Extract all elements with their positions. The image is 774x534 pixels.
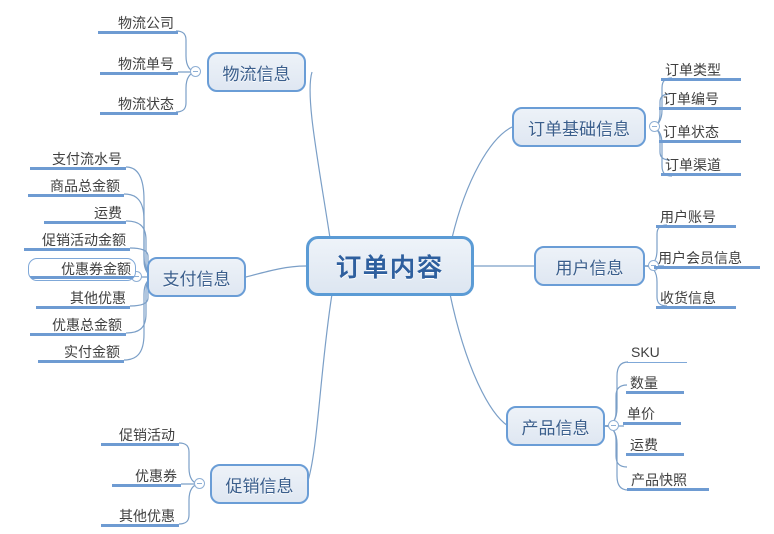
- branch-node-label-promotion: 促销信息: [225, 476, 294, 496]
- leaf-underline: [661, 78, 741, 81]
- leaf-node[interactable]: 订单类型: [661, 59, 741, 81]
- leaf-node[interactable]: 优惠总金额: [30, 314, 126, 336]
- leaf-label: 收货信息: [660, 290, 716, 306]
- leaf-underline: [101, 443, 179, 446]
- leaf-node[interactable]: 用户会员信息: [654, 247, 760, 269]
- leaf-node[interactable]: 订单编号: [659, 88, 741, 110]
- leaf-underline: [656, 306, 736, 309]
- leaf-underline: [626, 453, 684, 456]
- leaf-node[interactable]: 用户账号: [656, 206, 736, 228]
- leaf-node[interactable]: 优惠券金额: [28, 258, 136, 281]
- leaf-node[interactable]: 物流单号: [100, 53, 178, 75]
- collapse-toggle-user[interactable]: [648, 260, 659, 271]
- leaf-underline: [24, 248, 130, 251]
- branch-node-payment[interactable]: 支付信息: [147, 257, 246, 297]
- leaf-label: 产品快照: [631, 472, 687, 488]
- leaf-node[interactable]: 促销活动: [101, 424, 179, 446]
- leaf-underline: [112, 484, 181, 487]
- leaf-label: 订单类型: [665, 62, 721, 78]
- leaf-label: 运费: [94, 205, 122, 221]
- leaf-underline: [98, 31, 178, 34]
- leaf-node[interactable]: 单价: [623, 403, 681, 425]
- branch-node-user[interactable]: 用户信息: [534, 246, 645, 286]
- leaf-node[interactable]: 优惠券: [112, 465, 181, 487]
- leaf-label: 订单渠道: [665, 157, 721, 173]
- leaf-node[interactable]: 运费: [626, 434, 684, 456]
- leaf-label: 优惠总金额: [52, 317, 122, 333]
- leaf-label: 物流公司: [118, 15, 174, 31]
- leaf-node[interactable]: 产品快照: [627, 469, 709, 491]
- leaf-node[interactable]: 支付流水号: [30, 148, 126, 170]
- root-node-label: 订单内容: [335, 254, 444, 282]
- leaf-label: 物流单号: [118, 56, 174, 72]
- leaf-underline: [30, 276, 134, 279]
- leaf-label: 其他优惠: [70, 290, 126, 306]
- leaf-label: 促销活动: [119, 427, 175, 443]
- leaf-label: 订单编号: [663, 91, 719, 107]
- leaf-underline: [661, 173, 741, 176]
- leaf-label: 用户账号: [660, 209, 716, 225]
- root-node-order-content[interactable]: 订单内容: [306, 236, 474, 296]
- branch-node-label-logistics: 物流信息: [222, 64, 291, 84]
- branch-node-promotion[interactable]: 促销信息: [210, 464, 309, 504]
- leaf-node[interactable]: 收货信息: [656, 287, 736, 309]
- leaf-label: 促销活动金额: [42, 232, 126, 248]
- leaf-node[interactable]: SKU: [627, 341, 687, 363]
- leaf-underline: [656, 225, 736, 228]
- leaf-label: 支付流水号: [52, 151, 122, 167]
- collapse-toggle-order-basic[interactable]: [649, 121, 660, 132]
- leaf-underline: [100, 112, 178, 115]
- leaf-node[interactable]: 订单渠道: [661, 154, 741, 176]
- leaf-underline: [38, 360, 124, 363]
- branch-node-label-payment: 支付信息: [162, 269, 231, 289]
- leaf-label: 数量: [630, 375, 658, 391]
- branch-node-product[interactable]: 产品信息: [506, 406, 605, 446]
- leaf-label: 用户会员信息: [658, 250, 742, 266]
- leaf-label: 订单状态: [663, 124, 719, 140]
- leaf-node[interactable]: 物流状态: [100, 93, 178, 115]
- branch-node-label-user: 用户信息: [555, 258, 624, 278]
- leaf-node[interactable]: 运费: [44, 202, 126, 224]
- leaf-node[interactable]: 数量: [626, 372, 684, 394]
- leaf-label: 运费: [630, 437, 658, 453]
- branch-node-label-product: 产品信息: [521, 418, 590, 438]
- leaf-label: 其他优惠: [119, 508, 175, 524]
- leaf-label: 单价: [627, 406, 655, 422]
- leaf-underline: [627, 488, 709, 491]
- leaf-underline: [30, 167, 126, 170]
- leaf-label: 商品总金额: [50, 178, 120, 194]
- leaf-node[interactable]: 其他优惠: [101, 505, 179, 527]
- leaf-node[interactable]: 订单状态: [659, 121, 741, 143]
- leaf-node[interactable]: 物流公司: [98, 12, 178, 34]
- leaf-node[interactable]: 促销活动金额: [24, 229, 130, 251]
- leaf-node[interactable]: 其他优惠: [36, 287, 130, 309]
- leaf-underline: [44, 221, 126, 224]
- leaf-label: 优惠券金额: [61, 261, 131, 277]
- leaf-label: 实付金额: [64, 344, 120, 360]
- leaf-underline: [659, 107, 741, 110]
- leaf-underline: [101, 524, 179, 527]
- collapse-toggle-promotion[interactable]: [194, 478, 205, 489]
- leaf-node[interactable]: 商品总金额: [28, 175, 124, 197]
- leaf-underline: [654, 266, 760, 269]
- collapse-toggle-logistics[interactable]: [190, 66, 201, 77]
- leaf-label: 优惠券: [135, 468, 177, 484]
- leaf-underline: [30, 333, 126, 336]
- leaf-underline: [36, 306, 130, 309]
- branch-node-logistics[interactable]: 物流信息: [207, 52, 306, 92]
- branch-node-label-order-basic: 订单基础信息: [528, 119, 630, 139]
- branch-node-order-basic[interactable]: 订单基础信息: [512, 107, 646, 147]
- leaf-label: SKU: [631, 344, 660, 360]
- leaf-underline: [28, 194, 124, 197]
- collapse-toggle-product[interactable]: [608, 420, 619, 431]
- leaf-underline: [626, 391, 684, 394]
- leaf-underline: [623, 422, 681, 425]
- leaf-label: 物流状态: [118, 96, 174, 112]
- leaf-underline: [659, 140, 741, 143]
- leaf-underline: [100, 72, 178, 75]
- leaf-node[interactable]: 实付金额: [38, 341, 124, 363]
- leaf-underline: [627, 362, 687, 363]
